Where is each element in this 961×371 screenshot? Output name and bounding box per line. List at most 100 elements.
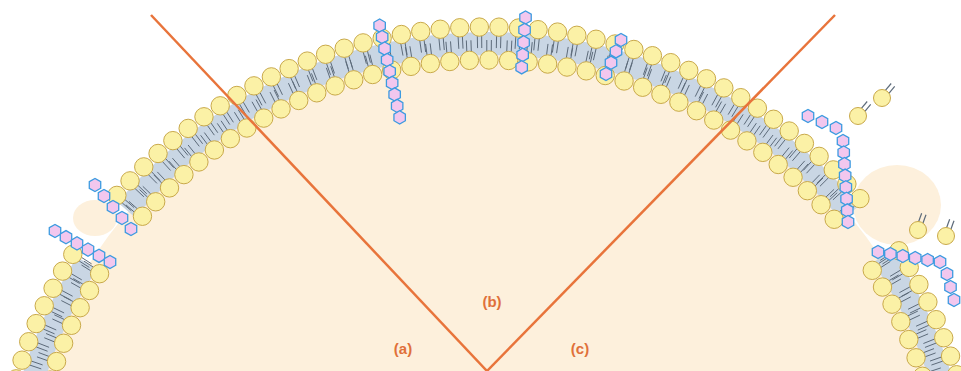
lipid-head xyxy=(490,18,508,36)
lipid-tail xyxy=(30,365,41,369)
lipid-head xyxy=(402,57,420,75)
lipid-head xyxy=(548,23,566,41)
lipid-tail xyxy=(39,353,49,357)
lipid-tail xyxy=(571,48,573,59)
sterol-ring xyxy=(376,30,387,43)
lipid-head xyxy=(35,297,53,315)
lipid-tail xyxy=(44,338,54,342)
lipid-tail xyxy=(797,161,804,169)
lipid-tail xyxy=(63,296,73,301)
lipid-head xyxy=(460,51,478,69)
lipid-tail xyxy=(307,75,311,85)
lipid-tail xyxy=(695,86,700,97)
lipid-head xyxy=(146,193,164,211)
lipid-tail xyxy=(923,339,934,343)
lipid-head xyxy=(335,39,353,57)
lipid-head xyxy=(812,195,830,213)
lipid-tail xyxy=(486,40,487,51)
lipid-head xyxy=(412,22,430,40)
lipid-tail xyxy=(506,40,507,51)
lipid-tail xyxy=(557,41,559,53)
lipid-tail xyxy=(891,279,901,285)
lipid-head xyxy=(615,72,633,90)
lipid-tail xyxy=(931,361,942,365)
lipid-tail xyxy=(703,94,708,104)
lipid-head xyxy=(451,19,469,37)
sterol-ring xyxy=(384,65,395,78)
free-lipid xyxy=(938,219,955,244)
lipid-tail xyxy=(169,161,176,169)
lipid-tail xyxy=(84,261,93,267)
sterol-ring xyxy=(520,11,531,24)
lipid-tail xyxy=(786,151,793,159)
lipid-tail xyxy=(69,278,79,284)
lipid-head xyxy=(179,119,197,137)
lipid-tail xyxy=(496,36,497,48)
lipid-tail xyxy=(763,128,770,138)
lipid-tail xyxy=(458,37,460,49)
sterol-ring xyxy=(830,121,841,134)
lipid-tail xyxy=(925,353,935,357)
lipid-tail xyxy=(625,61,628,72)
lipid-head xyxy=(538,55,556,73)
lipid-tail xyxy=(370,55,373,66)
sterol-ring xyxy=(945,280,956,293)
lipid-tail xyxy=(256,95,262,106)
lipid-head xyxy=(354,34,372,52)
lipid-tail xyxy=(217,123,223,132)
sterol-ring xyxy=(934,255,945,268)
lipid-tail xyxy=(511,41,513,52)
cytoplasm xyxy=(15,46,959,371)
lipid-tail xyxy=(892,274,902,280)
sterol-ring xyxy=(116,211,127,224)
lipid-tail xyxy=(46,334,56,338)
lipid-head xyxy=(245,77,263,95)
sterol-ring xyxy=(107,200,118,213)
lipid-head xyxy=(687,102,705,120)
sterol-ring xyxy=(941,267,952,280)
lipid-head xyxy=(316,45,334,63)
lipid-tail xyxy=(326,68,330,78)
lipid-head xyxy=(577,62,595,80)
sterol-ring xyxy=(802,109,813,122)
lipid-tail xyxy=(916,330,926,334)
lipid-tail xyxy=(365,56,368,67)
lipid-tail xyxy=(778,139,785,148)
lipid-tail xyxy=(806,164,814,173)
sterol-ring xyxy=(379,42,390,55)
lipid-tail xyxy=(890,270,900,276)
lipid-tail xyxy=(166,159,174,168)
tail-region xyxy=(117,32,859,220)
sterol-ring xyxy=(841,192,852,205)
lipid-tail xyxy=(270,92,275,102)
sterol-ring xyxy=(885,247,896,260)
lipid-tail xyxy=(443,38,444,50)
lipid-tail xyxy=(81,265,90,271)
sterol-ring xyxy=(842,204,853,217)
lipid-tail xyxy=(491,40,492,51)
lipid-tail xyxy=(716,97,722,107)
sterol-ring xyxy=(838,146,849,159)
sterol-ring xyxy=(516,61,527,74)
lipid-head xyxy=(345,71,363,89)
lipid-tail xyxy=(716,102,721,112)
lipid-tail xyxy=(918,325,929,330)
lipid-tail xyxy=(699,88,704,99)
tail-region xyxy=(3,257,97,371)
lipid-tail xyxy=(815,178,823,186)
lipid-tail xyxy=(126,205,134,212)
lipid-head xyxy=(211,97,229,115)
lipid-tail xyxy=(748,117,755,127)
lipid-head xyxy=(798,181,816,199)
lipid-tail xyxy=(566,47,568,58)
lipid-head xyxy=(863,261,881,279)
lipid-tail xyxy=(445,42,447,53)
lipid-tail xyxy=(590,52,592,63)
lipid-head xyxy=(680,61,698,79)
lipid-tail xyxy=(450,41,452,52)
lipid-head xyxy=(280,59,298,77)
lipid-tail xyxy=(470,40,471,51)
lipid-tail xyxy=(188,145,195,154)
free-lipid xyxy=(874,83,895,106)
tail-region xyxy=(873,250,961,371)
